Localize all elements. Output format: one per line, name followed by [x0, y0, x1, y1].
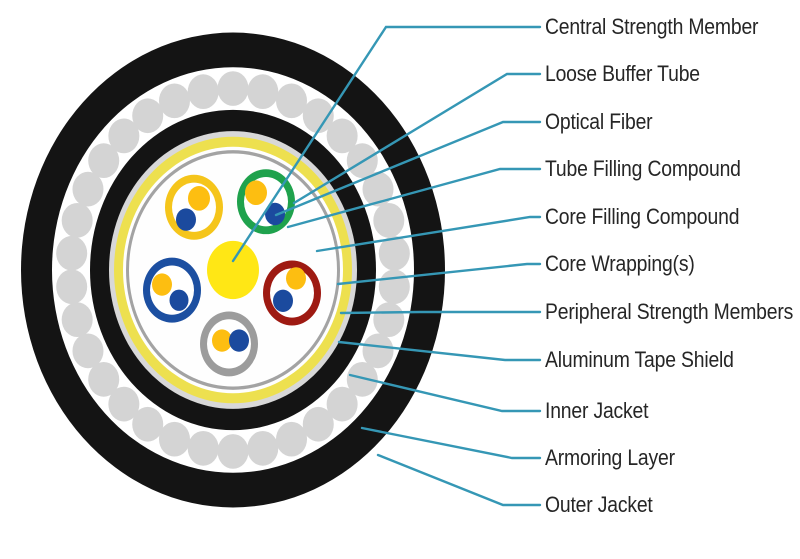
optical-fiber-dot: [188, 186, 210, 211]
armor-wire-pebble: [346, 361, 378, 397]
leader-line-outer-jacket: [376, 453, 542, 507]
optical-fiber-dot: [229, 329, 249, 352]
armor-wire-pebble: [217, 434, 249, 469]
armor-wire-pebble: [88, 361, 120, 397]
armor-wire-pebble: [378, 235, 410, 271]
armor-wire-pebble: [56, 269, 88, 305]
optical-fiber-dot: [286, 267, 306, 290]
armor-wire-pebble: [362, 333, 394, 369]
armor-wire-pebble: [187, 74, 219, 110]
armor-wire-pebble: [158, 83, 190, 119]
armor-wire-pebble: [88, 143, 120, 179]
cable-body: [21, 32, 445, 508]
leader-line-core-filling-compound: [315, 215, 542, 253]
leader-line-aluminum-tape-shield: [337, 340, 542, 362]
leader-line-optical-fiber: [274, 120, 542, 217]
label-central-strength-member: Central Strength Member: [545, 14, 759, 39]
label-tube-filling-compound: Tube Filling Compound: [545, 156, 741, 181]
central-strength-member-circle: [207, 240, 259, 300]
armor-wire-pebble: [61, 202, 93, 238]
armor-wire-pebble: [132, 406, 164, 442]
armor-wire-pebble: [247, 74, 279, 110]
armor-wire-pebble: [132, 98, 164, 134]
cable-rings: [21, 32, 445, 508]
label-aluminum-tape-shield: Aluminum Tape Shield: [545, 347, 734, 372]
leader-lines: [231, 25, 542, 507]
armor-wire-pebble: [72, 333, 104, 369]
optical-fiber-dot: [273, 289, 293, 312]
leader-line-loose-buffer-tube: [292, 72, 542, 205]
armor-wire-pebble: [61, 302, 93, 338]
label-armoring-layer: Armoring Layer: [545, 445, 675, 470]
label-inner-jacket: Inner Jacket: [545, 398, 649, 423]
armor-wire-pebble: [373, 302, 405, 338]
optical-fiber-dot: [169, 289, 189, 311]
armor-wire-pebble: [247, 430, 279, 466]
armor-wire-pebble: [362, 171, 394, 207]
armor-wire-pebble: [378, 269, 410, 305]
armor-wire-pebble: [108, 386, 140, 422]
armor-wire-pebble: [56, 235, 88, 271]
armor-wire-pebble: [217, 71, 249, 106]
label-peripheral-strength-members: Peripheral Strength Members: [545, 299, 794, 324]
leader-line-tube-filling-compound: [286, 167, 542, 229]
label-optical-fiber: Optical Fiber: [545, 109, 653, 134]
leader-line-core-wrappings: [336, 262, 542, 286]
leader-line-armoring-layer: [360, 426, 542, 460]
armor-wire-pebble: [158, 421, 190, 457]
armor-wire-pebble: [302, 406, 334, 442]
label-core-wrappings: Core Wrapping(s): [545, 251, 695, 276]
armor-wire-pebble: [72, 171, 104, 207]
leader-line-peripheral-strength-members: [339, 310, 542, 315]
label-core-filling-compound: Core Filling Compound: [545, 204, 740, 229]
armor-wire-pebble: [276, 421, 308, 457]
optical-fiber-dot: [265, 202, 285, 226]
label-outer-jacket: Outer Jacket: [545, 492, 653, 517]
leader-line-inner-jacket: [348, 373, 542, 413]
armor-wire-pebble: [326, 118, 358, 154]
armor-wire-pebble: [276, 83, 308, 119]
armor-wire-pebble: [373, 202, 405, 238]
armor-wire-pebble: [326, 386, 358, 422]
armor-wire-pebble: [302, 98, 334, 134]
optical-fiber-dot: [245, 180, 267, 206]
armor-wire-pebble: [187, 430, 219, 466]
optical-fiber-dot: [176, 208, 196, 231]
label-loose-buffer-tube: Loose Buffer Tube: [545, 61, 700, 86]
optical-fiber-dot: [212, 329, 232, 352]
leader-line-central-strength-member: [231, 25, 542, 263]
armor-wire-pebble: [108, 118, 140, 154]
optical-fiber-dot: [152, 273, 172, 296]
